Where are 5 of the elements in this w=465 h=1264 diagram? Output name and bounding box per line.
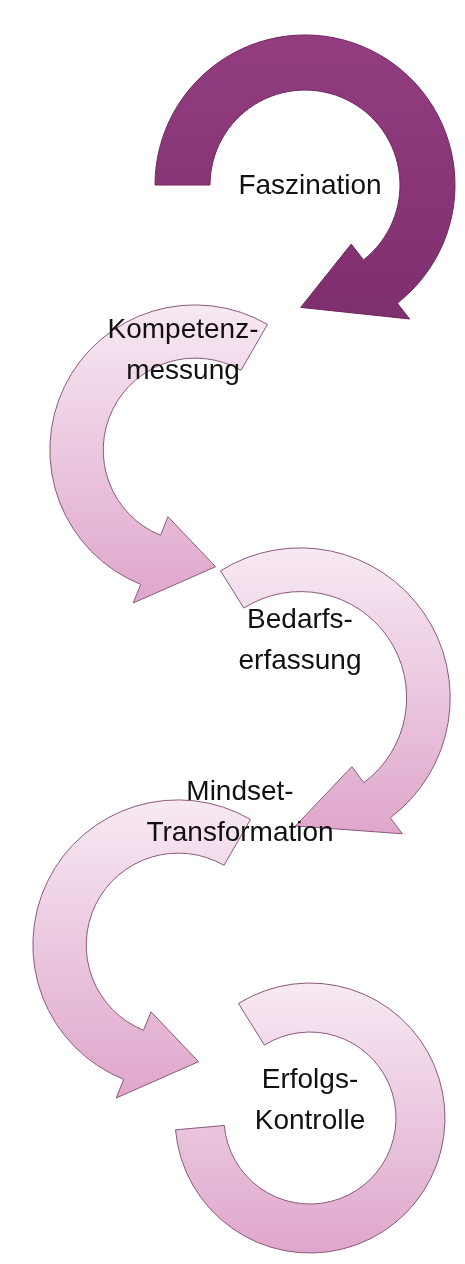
step-label: Faszination	[237, 167, 383, 202]
step-label: Mindset- Transformation	[145, 774, 335, 849]
step-label: Erfolgs- Kontrolle	[253, 1062, 367, 1137]
step-label: Kompetenz- messung	[106, 312, 260, 387]
step-label: Bedarfs- erfassung	[237, 602, 363, 677]
